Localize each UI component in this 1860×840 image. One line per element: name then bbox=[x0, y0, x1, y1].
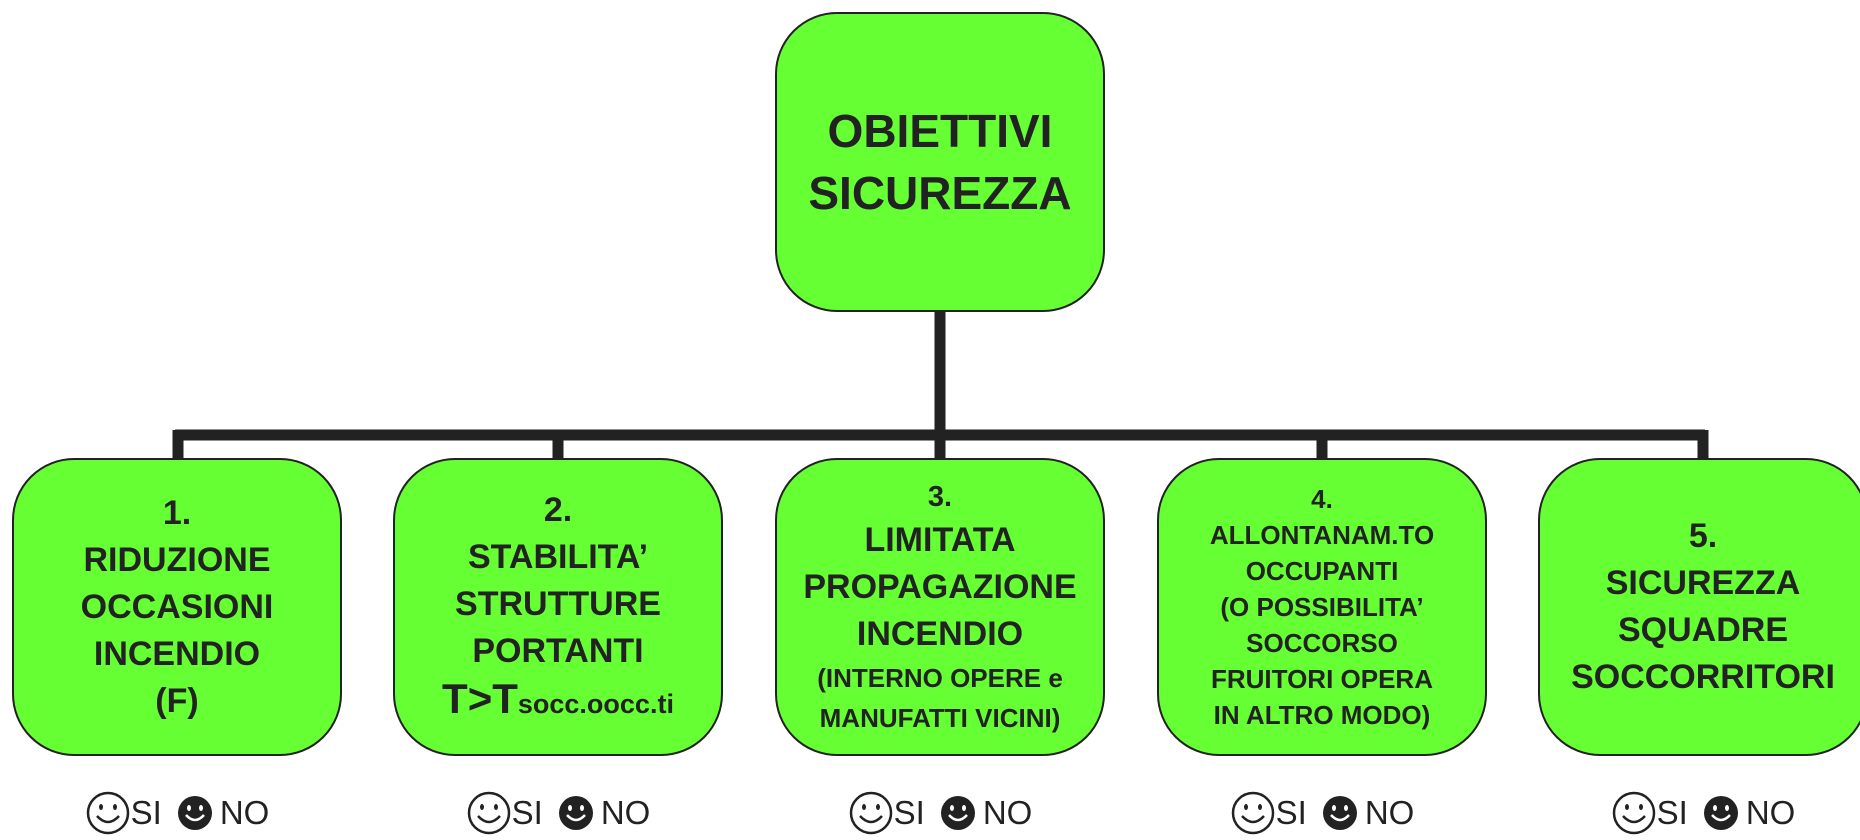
objective-text-line: SQUADRE bbox=[1617, 611, 1789, 649]
root-node: OBIETTIVI SICUREZZA bbox=[775, 12, 1105, 312]
objective-number: 2. bbox=[543, 490, 573, 529]
smiley-outline-icon bbox=[1612, 791, 1655, 835]
objective-node-5: 5. SICUREZZA SQUADRE SOCCORRITORI bbox=[1538, 458, 1860, 756]
smiley-filled-icon bbox=[940, 796, 975, 830]
objective-text-line: MANUFATTI VICINI) bbox=[819, 702, 1061, 733]
no-label: NO bbox=[600, 794, 651, 831]
formula-subscript: socc.oocc.ti bbox=[517, 688, 674, 719]
objective-text-line: OCCUPANTI bbox=[1245, 556, 1399, 586]
objective-text-line: INCENDIO bbox=[93, 634, 261, 673]
formula-main: T>T bbox=[442, 674, 518, 722]
objective-text-line: PROPAGAZIONE bbox=[803, 567, 1077, 606]
root-title-line-2: SICUREZZA bbox=[808, 167, 1072, 219]
objective-text-line: STRUTTURE bbox=[455, 584, 661, 623]
objective-number: 5. bbox=[1688, 517, 1718, 555]
yes-label: SI bbox=[893, 794, 925, 831]
smiley-outline-icon bbox=[467, 791, 510, 835]
yes-label: SI bbox=[511, 794, 543, 831]
objective-text-line: SOCCORRITORI bbox=[1571, 658, 1835, 696]
choice-row-4: SI NO bbox=[1157, 788, 1487, 838]
no-label: NO bbox=[982, 794, 1033, 831]
objective-text-line: STABILITA’ bbox=[467, 537, 649, 576]
choice-row-1: SI NO bbox=[12, 788, 342, 838]
smiley-filled-icon bbox=[1322, 796, 1357, 830]
yes-label: SI bbox=[130, 794, 162, 831]
smiley-outline-icon bbox=[86, 791, 129, 835]
objective-text-line: PORTANTI bbox=[472, 631, 644, 670]
no-label: NO bbox=[1364, 794, 1415, 831]
objective-text-line: FRUITORI OPERA bbox=[1211, 664, 1433, 694]
choice-row-5: SI NO bbox=[1538, 788, 1860, 838]
smiley-filled-icon bbox=[558, 796, 593, 830]
objective-node-2: 2. STABILITA’ STRUTTURE PORTANTI T>Tsocc… bbox=[393, 458, 723, 756]
objective-text-line: OCCASIONI bbox=[80, 587, 274, 626]
objective-text-line: (O POSSIBILITA’ bbox=[1220, 592, 1424, 622]
objective-number: 1. bbox=[162, 493, 192, 532]
yes-label: SI bbox=[1656, 794, 1688, 831]
objective-text-line: SOCCORSO bbox=[1246, 628, 1398, 658]
objective-node-4: 4. ALLONTANAM.TO OCCUPANTI (O POSSIBILIT… bbox=[1157, 458, 1487, 756]
root-title-line-1: OBIETTIVI bbox=[827, 105, 1053, 157]
objective-node-3: 3. LIMITATA PROPAGAZIONE INCENDIO (INTER… bbox=[775, 458, 1105, 756]
objective-text-line: ALLONTANAM.TO bbox=[1209, 520, 1435, 550]
objective-text-line: (F) bbox=[155, 681, 199, 720]
yes-label: SI bbox=[1275, 794, 1307, 831]
objective-text-line: INCENDIO bbox=[856, 614, 1024, 653]
choice-row-3: SI NO bbox=[775, 788, 1105, 838]
no-label: NO bbox=[1745, 794, 1796, 831]
objective-text-line: IN ALTRO MODO) bbox=[1213, 700, 1431, 730]
objective-text-line: LIMITATA bbox=[864, 520, 1016, 559]
objective-node-1: 1. RIDUZIONE OCCASIONI INCENDIO (F) bbox=[12, 458, 342, 756]
choice-row-2: SI NO bbox=[393, 788, 723, 838]
smiley-outline-icon bbox=[1231, 791, 1274, 835]
objective-text-line: RIDUZIONE bbox=[83, 540, 271, 579]
objective-formula: T>Tsocc.oocc.ti bbox=[442, 675, 674, 728]
objective-number: 3. bbox=[927, 480, 953, 513]
objective-text-line: SICUREZZA bbox=[1605, 564, 1801, 602]
no-label: NO bbox=[219, 794, 270, 831]
smiley-filled-icon bbox=[1703, 796, 1738, 830]
smiley-outline-icon bbox=[849, 791, 892, 835]
smiley-filled-icon bbox=[177, 796, 212, 830]
objective-number: 4. bbox=[1311, 484, 1333, 514]
objective-text-line: (INTERNO OPERE e bbox=[817, 662, 1063, 693]
